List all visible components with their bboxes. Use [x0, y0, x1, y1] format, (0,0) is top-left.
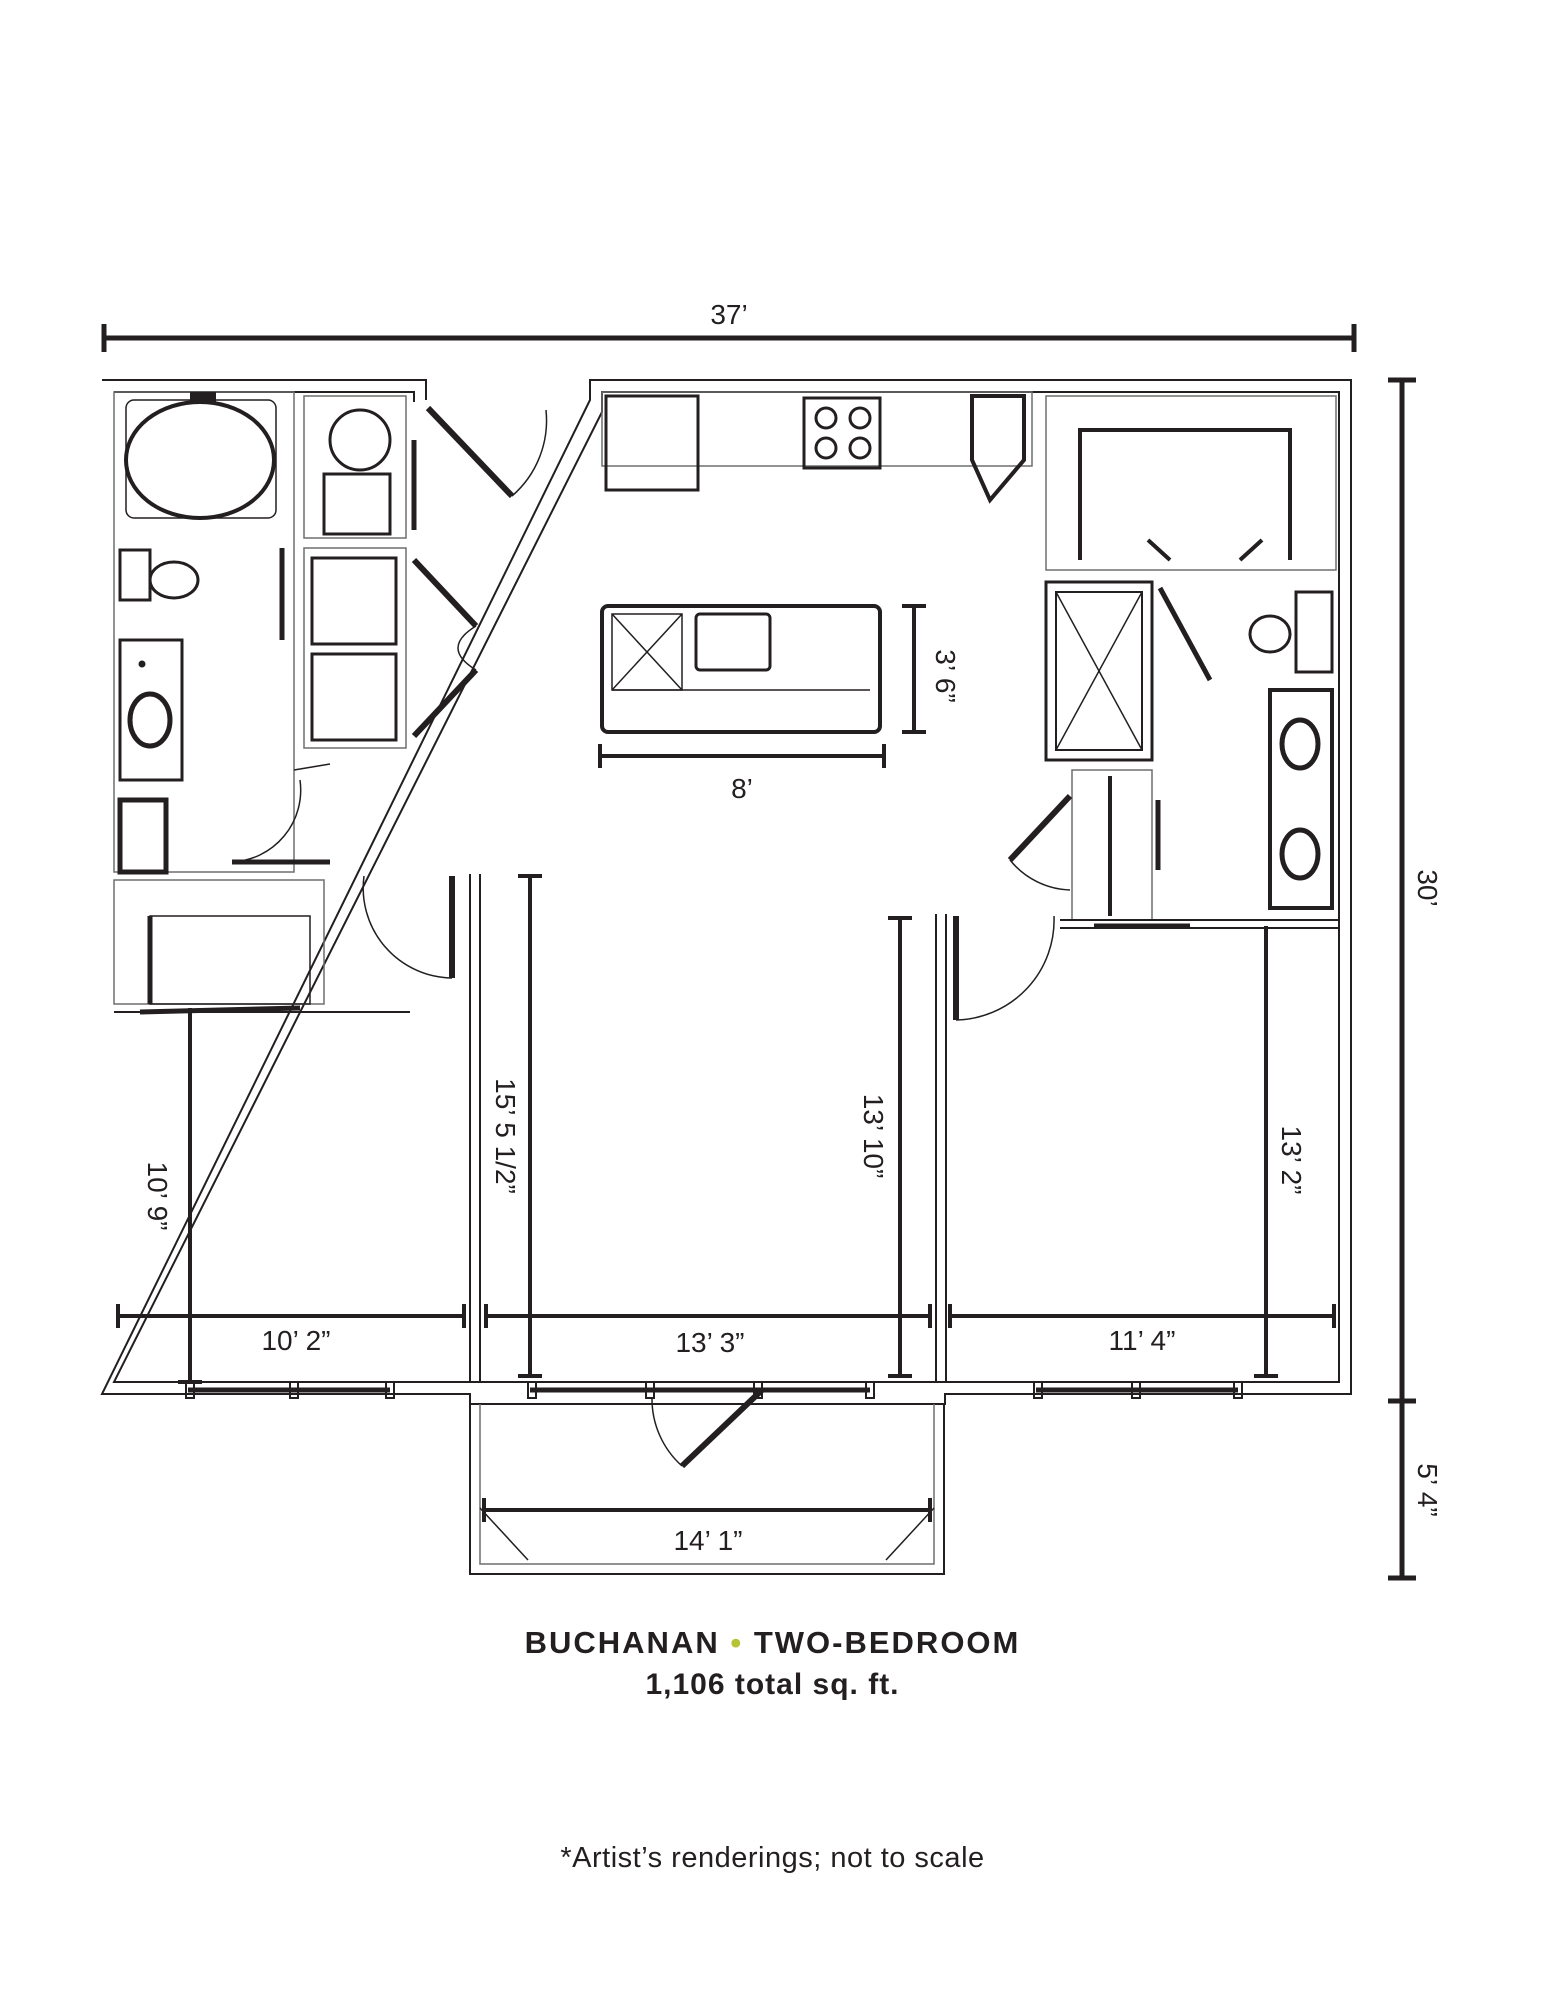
bedroom-right-width-label: 11’ 4” [1109, 1325, 1176, 1356]
master-bath [113, 391, 331, 875]
bedroom-doors [362, 875, 1055, 1021]
balcony [469, 1387, 945, 1575]
kitchen [601, 391, 1033, 504]
closet-left [113, 879, 325, 1015]
disclaimer-note: *Artist’s renderings; not to scale [560, 1842, 985, 1874]
closet-right [1007, 769, 1190, 929]
living-width-label: 13’ 3” [675, 1327, 744, 1358]
plan-title: BUCHANAN • TWO-BEDROOM [0, 1625, 1545, 1661]
overall-depth-label: 30’ [1412, 869, 1443, 906]
exterior-walls [100, 379, 1352, 1405]
island-width-label: 8’ [731, 773, 753, 804]
dimension-overall-depth [1388, 377, 1416, 1581]
dimension-overall-width [101, 324, 1357, 352]
title-separator: • [730, 1625, 744, 1660]
bedroom-left-width-label: 10’ 2” [261, 1325, 330, 1356]
living-depth-right-label: 13’ 10” [858, 1094, 889, 1179]
island-dimensions [598, 604, 926, 768]
plan-area: 1,106 total sq. ft. [645, 1668, 900, 1701]
overall-width-label: 37’ [710, 299, 747, 330]
windows [185, 1381, 1243, 1399]
interior-walls [114, 874, 1339, 1382]
bedroom-right-depth-label: 13’ 2” [1276, 1125, 1307, 1194]
second-bath [1044, 395, 1337, 910]
room-dimensions [116, 874, 1336, 1384]
bedroom-left-depth-label: 10’ 9” [142, 1161, 173, 1230]
living-depth-left-label: 15’ 5 1/2” [490, 1078, 521, 1194]
kitchen-island [600, 604, 882, 734]
plan-type: TWO-BEDROOM [753, 1625, 1021, 1660]
balcony-dimension [482, 1498, 932, 1522]
island-depth-label: 3’ 6” [930, 649, 961, 702]
balcony-depth-label: 5’ 4” [1412, 1463, 1443, 1516]
balcony-width-label: 14’ 1” [673, 1525, 742, 1556]
laundry-area [279, 395, 548, 749]
plan-name: BUCHANAN [524, 1625, 720, 1660]
